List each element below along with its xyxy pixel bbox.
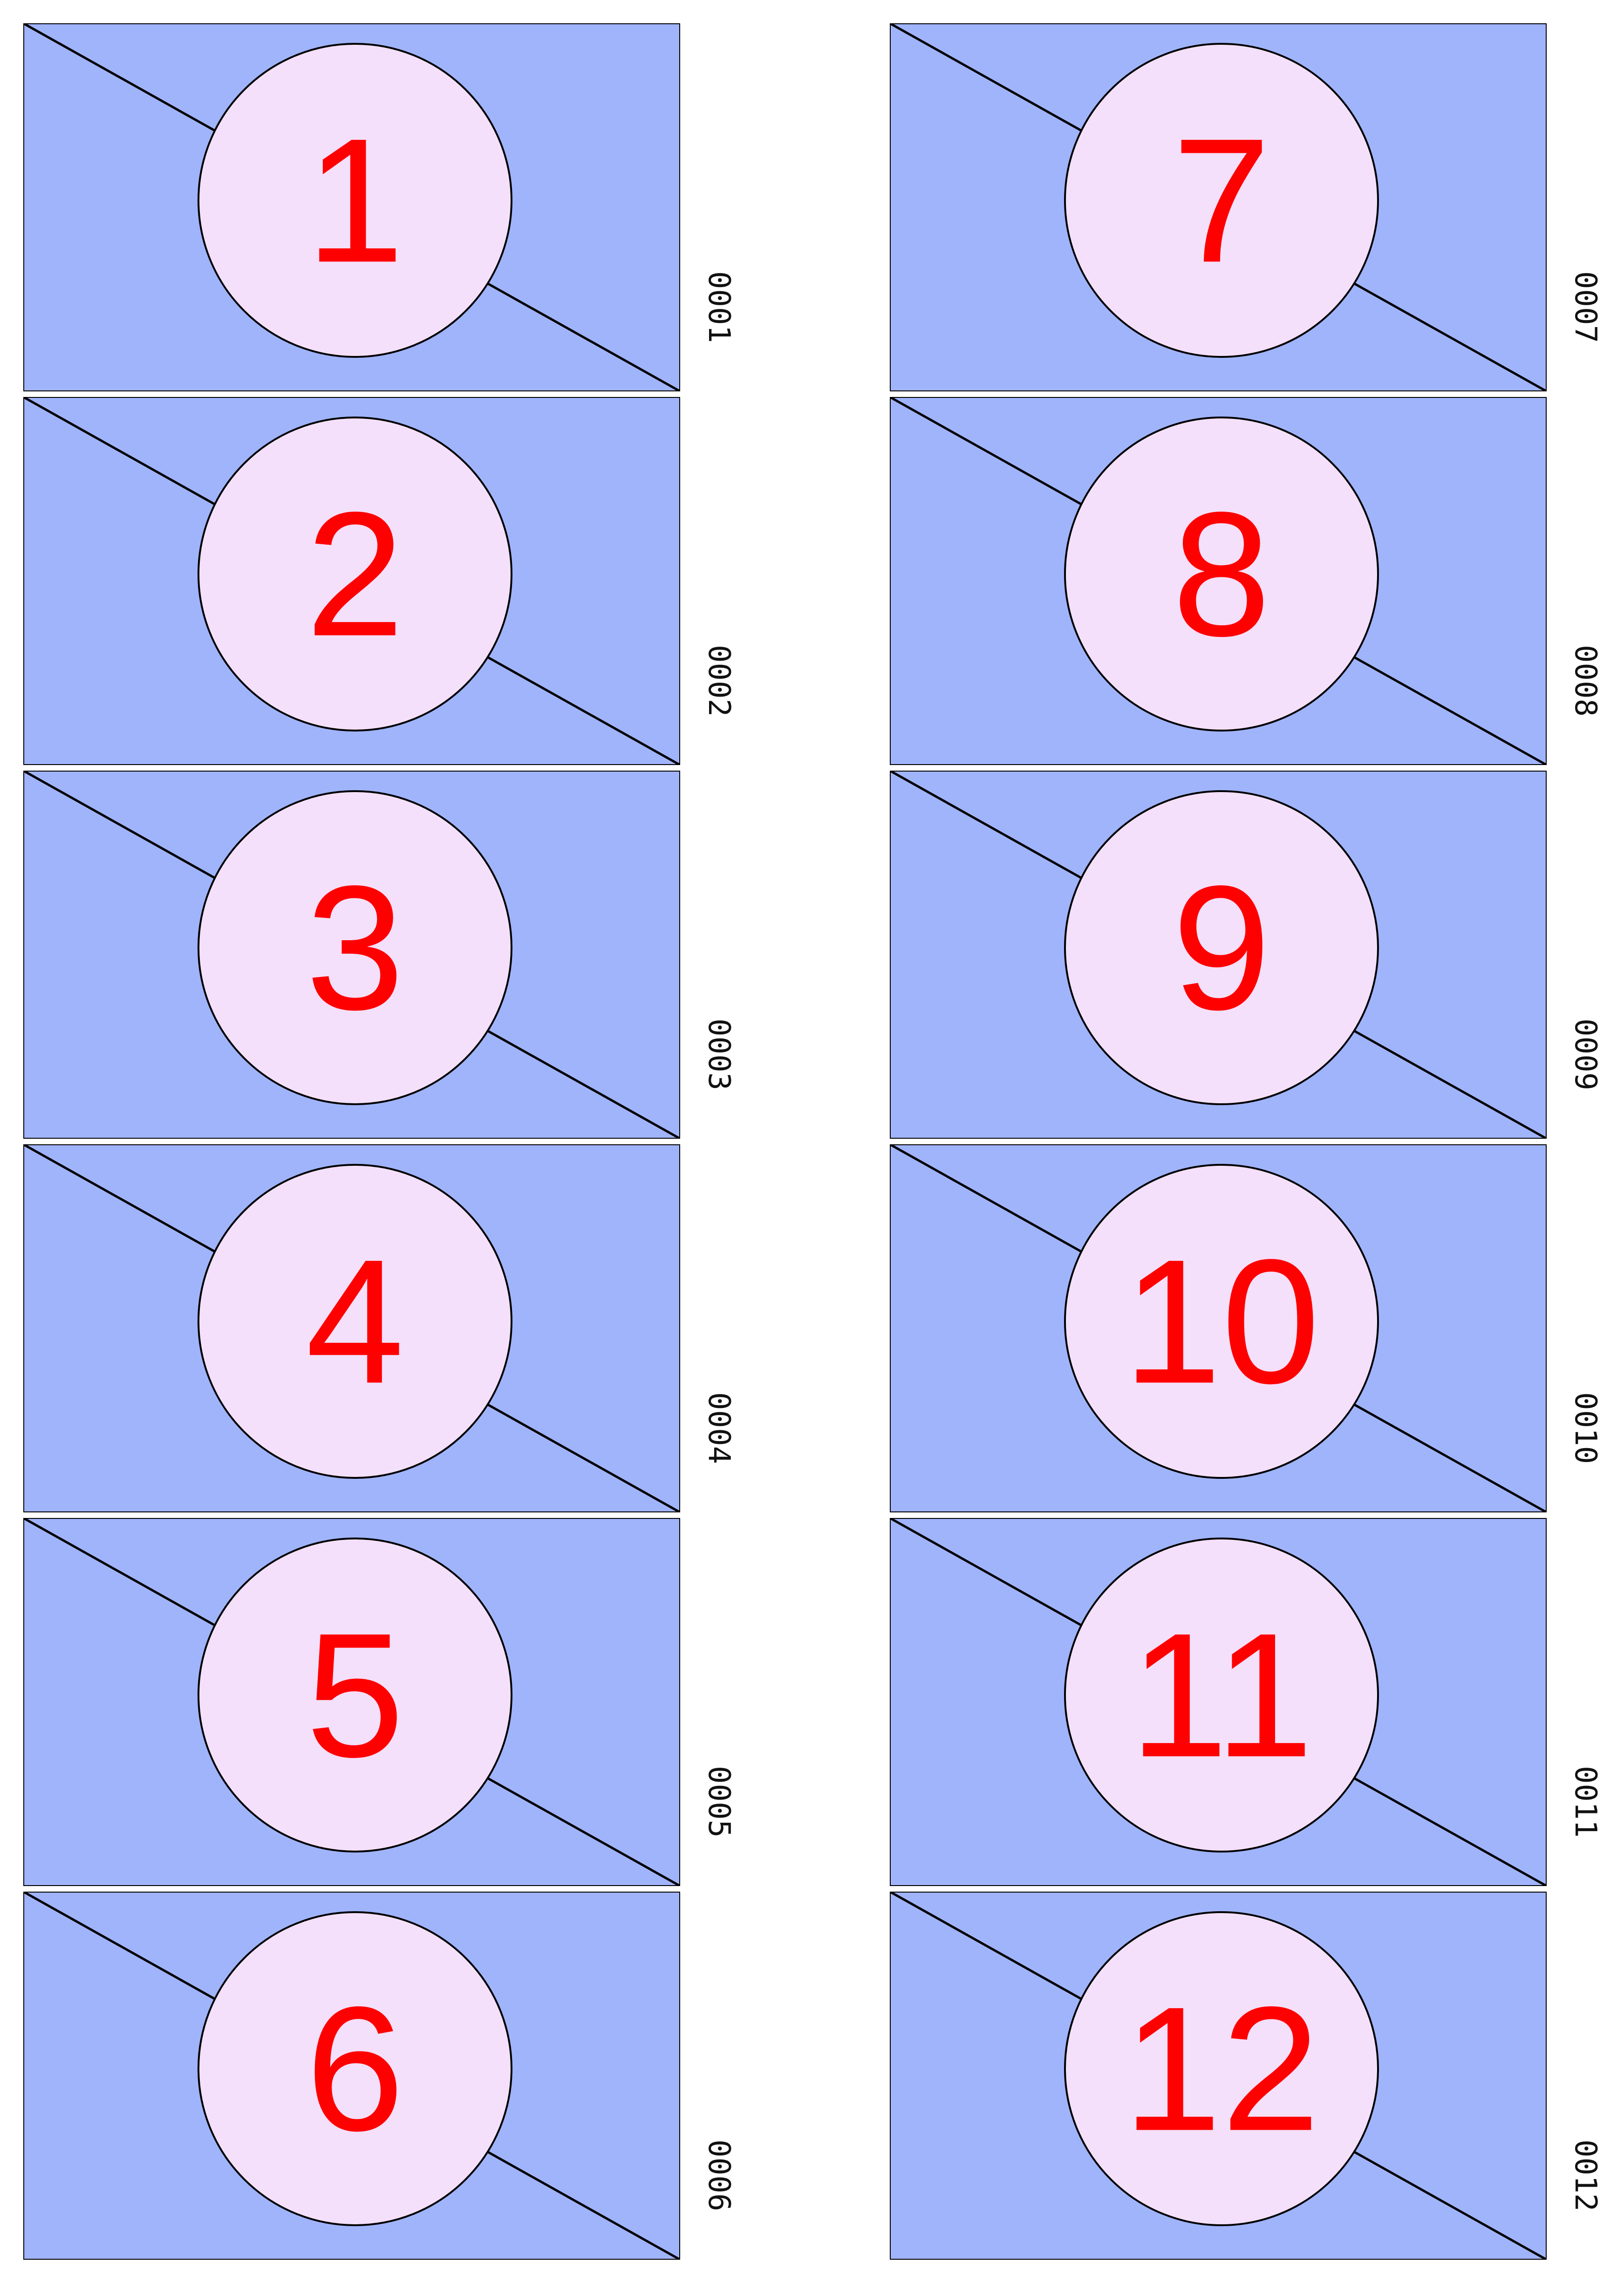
number-card: 6 bbox=[23, 1892, 680, 2260]
card-number: 11 bbox=[1130, 1596, 1313, 1794]
card-row: 5 0005 bbox=[23, 1518, 806, 1892]
number-circle bbox=[198, 1164, 512, 1479]
card-column-right: 7 0007 8 0008 9 0009 10 0010 11 0011 12 0012 bbox=[890, 23, 1624, 2265]
card-row: 10 0010 bbox=[890, 1144, 1624, 1518]
card-number: 9 bbox=[1172, 849, 1270, 1047]
number-card: 5 bbox=[23, 1518, 680, 1886]
number-circle bbox=[198, 790, 512, 1105]
number-circle bbox=[198, 43, 512, 358]
serial-number: 0001 bbox=[702, 271, 736, 343]
number-card: 8 bbox=[890, 397, 1547, 765]
number-card: 10 bbox=[890, 1144, 1547, 1512]
card-number: 6 bbox=[306, 1970, 404, 2168]
serial-number: 0002 bbox=[702, 645, 736, 717]
card-graphic: 1 bbox=[23, 23, 680, 391]
card-graphic: 4 bbox=[23, 1144, 680, 1512]
card-row: 1 0001 bbox=[23, 23, 806, 397]
number-card: 12 bbox=[890, 1892, 1547, 2260]
card-number: 7 bbox=[1172, 102, 1270, 300]
number-card: 7 bbox=[890, 23, 1547, 391]
card-row: 7 0007 bbox=[890, 23, 1624, 397]
card-row: 9 0009 bbox=[890, 771, 1624, 1144]
card-graphic: 11 bbox=[890, 1518, 1547, 1886]
card-graphic: 5 bbox=[23, 1518, 680, 1886]
serial-number: 0011 bbox=[1568, 1766, 1603, 1838]
number-circle bbox=[198, 1911, 512, 2226]
number-card: 2 bbox=[23, 397, 680, 765]
card-number: 5 bbox=[306, 1596, 404, 1794]
number-circle bbox=[1064, 417, 1379, 731]
card-row: 6 0006 bbox=[23, 1892, 806, 2265]
number-circle bbox=[1064, 1164, 1379, 1479]
serial-number: 0012 bbox=[1568, 2140, 1603, 2212]
serial-number: 0008 bbox=[1568, 645, 1603, 717]
card-graphic: 7 bbox=[890, 23, 1547, 391]
card-row: 3 0003 bbox=[23, 771, 806, 1144]
number-circle bbox=[1064, 790, 1379, 1105]
number-circle bbox=[198, 417, 512, 731]
card-graphic: 6 bbox=[23, 1892, 680, 2260]
card-number: 12 bbox=[1123, 1970, 1320, 2168]
serial-number: 0006 bbox=[702, 2140, 736, 2212]
card-graphic: 8 bbox=[890, 397, 1547, 765]
serial-number: 0009 bbox=[1568, 1019, 1603, 1091]
card-number: 10 bbox=[1123, 1223, 1320, 1421]
serial-number: 0003 bbox=[702, 1019, 736, 1091]
number-card: 9 bbox=[890, 771, 1547, 1139]
card-column-left: 1 0001 2 0002 3 0003 4 0004 5 0005 6 0006 bbox=[23, 23, 806, 2265]
card-graphic: 12 bbox=[890, 1892, 1547, 2260]
serial-number: 0005 bbox=[702, 1766, 736, 1838]
number-card: 3 bbox=[23, 771, 680, 1139]
card-number: 2 bbox=[306, 475, 404, 673]
card-graphic: 9 bbox=[890, 771, 1547, 1139]
card-row: 12 0012 bbox=[890, 1892, 1624, 2265]
card-graphic: 3 bbox=[23, 771, 680, 1139]
number-card: 4 bbox=[23, 1144, 680, 1512]
card-number: 3 bbox=[306, 849, 404, 1047]
card-graphic: 2 bbox=[23, 397, 680, 765]
number-circle bbox=[1064, 43, 1379, 358]
number-circle bbox=[1064, 1538, 1379, 1853]
serial-number: 0010 bbox=[1568, 1392, 1603, 1464]
number-circle bbox=[198, 1538, 512, 1853]
card-row: 8 0008 bbox=[890, 397, 1624, 771]
serial-number: 0004 bbox=[702, 1392, 736, 1464]
card-row: 4 0004 bbox=[23, 1144, 806, 1518]
card-row: 11 0011 bbox=[890, 1518, 1624, 1892]
card-number: 8 bbox=[1172, 475, 1270, 673]
card-number: 4 bbox=[306, 1223, 404, 1421]
serial-number: 0007 bbox=[1568, 271, 1603, 343]
card-number: 1 bbox=[306, 102, 404, 300]
number-card: 11 bbox=[890, 1518, 1547, 1886]
number-card: 1 bbox=[23, 23, 680, 391]
card-row: 2 0002 bbox=[23, 397, 806, 771]
number-circle bbox=[1064, 1911, 1379, 2226]
card-graphic: 10 bbox=[890, 1144, 1547, 1512]
